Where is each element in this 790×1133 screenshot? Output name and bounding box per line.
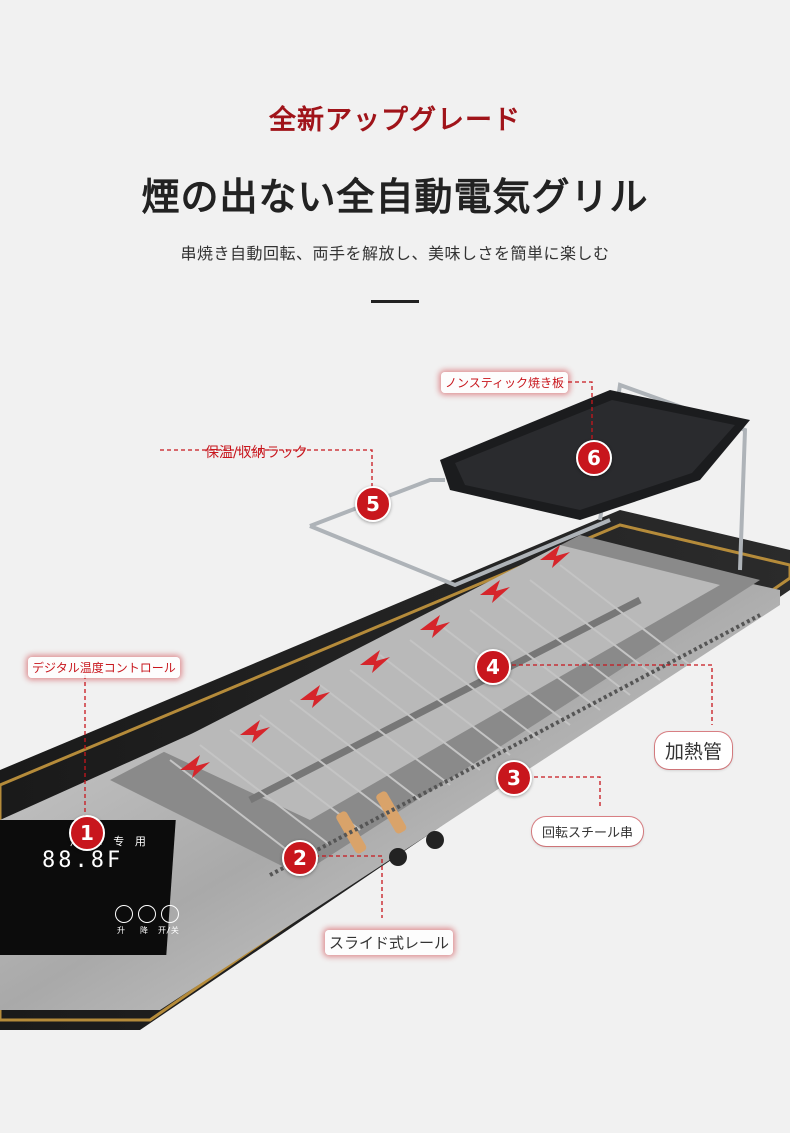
header: 全新アップグレード 煙の出ない全自動電気グリル 串焼き自動回転、両手を解放し、美… bbox=[0, 0, 790, 320]
panel-button-down[interactable] bbox=[138, 905, 156, 923]
rotation-arrows bbox=[180, 545, 570, 778]
callout-badge-4: 4 bbox=[475, 649, 511, 685]
callout-badge-6: 6 bbox=[576, 440, 612, 476]
panel-button-up[interactable] bbox=[115, 905, 133, 923]
callout-label-2: スライド式レール bbox=[325, 930, 454, 955]
product-illustration: 烤 串 专 用 88.8F 升 降 开/关 1 2 3 4 5 6 デジタル温度… bbox=[0, 330, 790, 1133]
grill-tray bbox=[160, 545, 720, 820]
skewer-group bbox=[169, 564, 691, 861]
warming-rack-wire bbox=[309, 478, 611, 588]
title-divider bbox=[371, 300, 419, 303]
grill-drawing bbox=[0, 381, 790, 1030]
page-title: 煙の出ない全自動電気グリル bbox=[141, 175, 649, 219]
leader-lines bbox=[84, 381, 713, 918]
vent-strip bbox=[269, 613, 761, 877]
callout-label-3: 回転スチール串 bbox=[532, 817, 644, 846]
panel-button-label-down: 降 bbox=[140, 926, 148, 935]
callout-label-4: 加熱管 bbox=[655, 732, 733, 769]
heating-tube bbox=[248, 596, 642, 804]
callout-badge-3: 3 bbox=[496, 760, 532, 796]
panel-button-label-up: 升 bbox=[117, 926, 125, 935]
callout-label-1: デジタル温度コントロール bbox=[28, 657, 180, 678]
kicker-text: 全新アップグレード bbox=[269, 105, 521, 136]
callout-badge-1: 1 bbox=[69, 815, 105, 851]
panel-button-power[interactable] bbox=[161, 905, 179, 923]
panel-button-label-power: 开/关 bbox=[158, 926, 179, 935]
callout-badge-2: 2 bbox=[282, 840, 318, 876]
callout-label-6: ノンスティック焼き板 bbox=[441, 372, 569, 393]
callout-label-5: 保温/収納ラック bbox=[205, 445, 308, 461]
grill-gold-rim bbox=[0, 523, 790, 1022]
temperature-display: 88.8F bbox=[42, 848, 124, 873]
page-subtitle: 串焼き自動回転、両手を解放し、美味しさを簡単に楽しむ bbox=[180, 244, 610, 263]
callout-badge-5: 5 bbox=[355, 486, 391, 522]
